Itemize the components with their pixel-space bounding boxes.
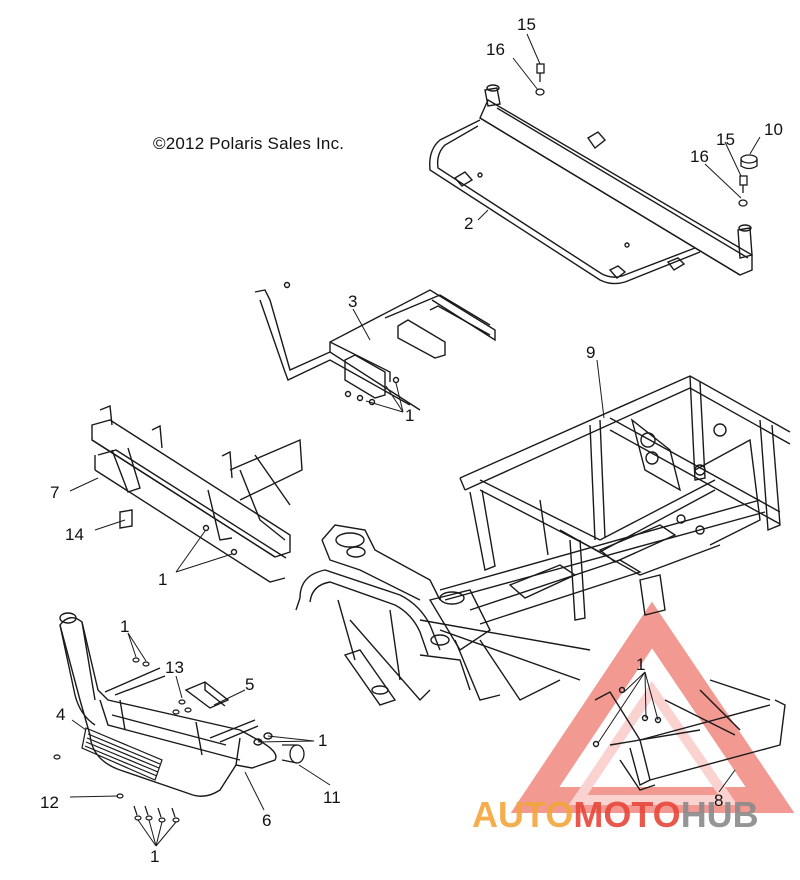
callout-15-right: 15 bbox=[716, 130, 735, 149]
callout-8: 8 bbox=[714, 791, 723, 810]
callout-1-seat: 1 bbox=[405, 406, 414, 425]
part-5-bracket bbox=[184, 681, 230, 709]
watermark-triangle bbox=[510, 601, 795, 813]
part-7-rear-bracket bbox=[91, 405, 303, 583]
watermark-moto: MOTO bbox=[573, 794, 681, 835]
callout-5: 5 bbox=[245, 675, 254, 694]
callout-16-top: 16 bbox=[486, 40, 505, 59]
part-8-rear-bracket bbox=[592, 679, 786, 791]
callout-1-bracket: 1 bbox=[158, 570, 167, 589]
copyright-notice: ©2012 Polaris Sales Inc. bbox=[153, 134, 345, 153]
callout-4: 4 bbox=[56, 705, 65, 724]
callout-2: 2 bbox=[464, 214, 473, 233]
callout-1-bumper-side: 1 bbox=[318, 731, 327, 750]
callout-16-right: 16 bbox=[690, 147, 709, 166]
part-9-front-section bbox=[295, 524, 501, 706]
callout-1-bottom: 1 bbox=[150, 847, 159, 866]
callout-6: 6 bbox=[262, 811, 271, 830]
part-6-front-bumper bbox=[59, 612, 277, 797]
callout-1-rear: 1 bbox=[636, 655, 645, 674]
watermark-logo: AUTOMOTOHUB bbox=[472, 794, 759, 836]
part-12-fastener bbox=[53, 657, 150, 799]
callout-7: 7 bbox=[50, 483, 59, 502]
callout-11: 11 bbox=[323, 788, 341, 807]
callout-labels: 15 16 15 10 16 2 3 1 9 7 14 1 1 13 5 4 1… bbox=[40, 15, 783, 866]
callout-15-top: 15 bbox=[517, 15, 536, 34]
callout-13: 13 bbox=[165, 658, 184, 677]
callout-9: 9 bbox=[586, 343, 595, 362]
part-4-grille bbox=[81, 727, 163, 781]
part-9-main-frame bbox=[419, 375, 791, 701]
watermark-auto: AUTO bbox=[472, 794, 574, 835]
watermark-hub: HUB bbox=[680, 794, 759, 835]
part-2-cargo-frame bbox=[429, 84, 753, 285]
callout-10: 10 bbox=[764, 120, 783, 139]
leader-lines bbox=[69, 33, 761, 847]
part-13-fasteners bbox=[172, 699, 192, 715]
callout-12: 12 bbox=[40, 793, 59, 812]
callout-14: 14 bbox=[65, 525, 84, 544]
callout-1-bumper-top: 1 bbox=[120, 617, 129, 636]
part-11-cap bbox=[281, 744, 305, 764]
bolts-15-16 bbox=[535, 63, 758, 207]
callout-3: 3 bbox=[348, 292, 357, 311]
part-3-seat-bracket bbox=[254, 281, 496, 411]
part-1-bolts-bottom bbox=[133, 805, 180, 823]
